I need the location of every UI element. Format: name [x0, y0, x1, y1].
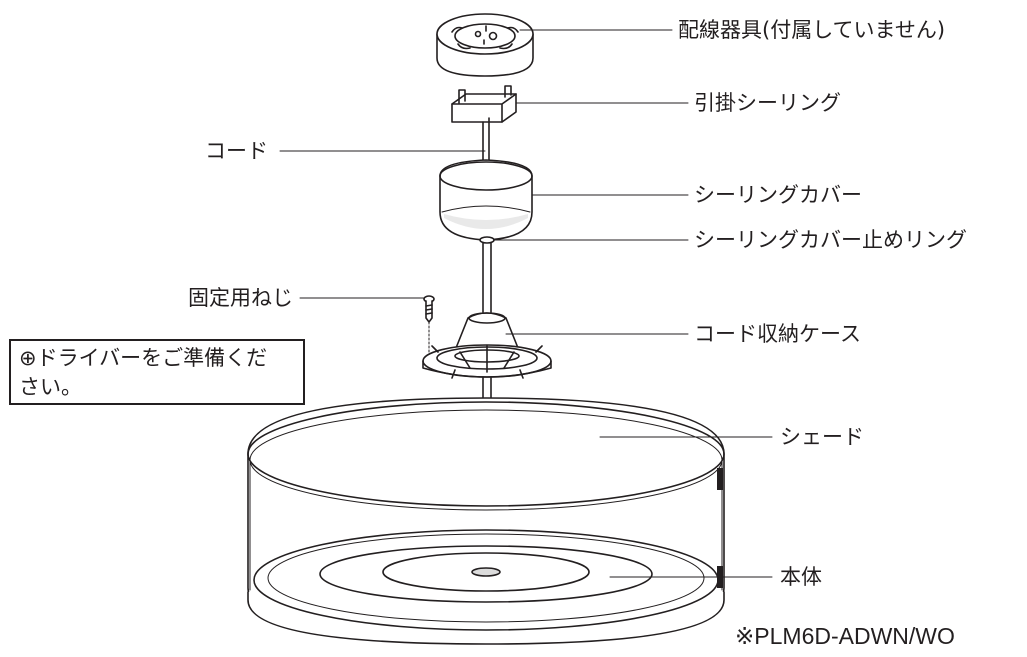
label-cord-case: コード収納ケース	[694, 322, 861, 346]
ceiling-cover-part	[439, 159, 533, 241]
body-post	[482, 376, 492, 401]
label-wiring-device: 配線器具(付属していません)	[678, 18, 946, 42]
label-ceiling-cover: シーリングカバー	[694, 183, 862, 207]
cord-part	[482, 117, 490, 163]
label-shade: シェード	[780, 425, 864, 449]
cover-stop-ring-part	[479, 236, 495, 244]
leader-lines	[279, 29, 773, 578]
ceiling-hook-part	[451, 85, 517, 123]
cord-lower	[482, 242, 492, 313]
label-cord: コード	[205, 139, 268, 163]
wiring-device-part	[436, 13, 534, 77]
label-cover-stop-ring: シーリングカバー止めリング	[694, 228, 967, 252]
screwdriver-note: ⊕ドライバーをご準備くだ さい。	[9, 339, 305, 405]
body-part	[253, 529, 719, 631]
shade-part	[247, 397, 725, 645]
fixing-screw-part	[423, 295, 435, 357]
model-number: ※PLM6D-ADWN/WO	[735, 623, 955, 649]
mounting-plate-part	[422, 344, 552, 379]
note-line-1: ⊕ドライバーをご準備くだ	[19, 346, 268, 370]
label-ceiling-hook: 引掛シーリング	[694, 91, 841, 115]
note-line-2: さい。	[19, 375, 82, 399]
label-fixing-screw: 固定用ねじ	[188, 286, 293, 310]
label-body: 本体	[780, 565, 822, 589]
